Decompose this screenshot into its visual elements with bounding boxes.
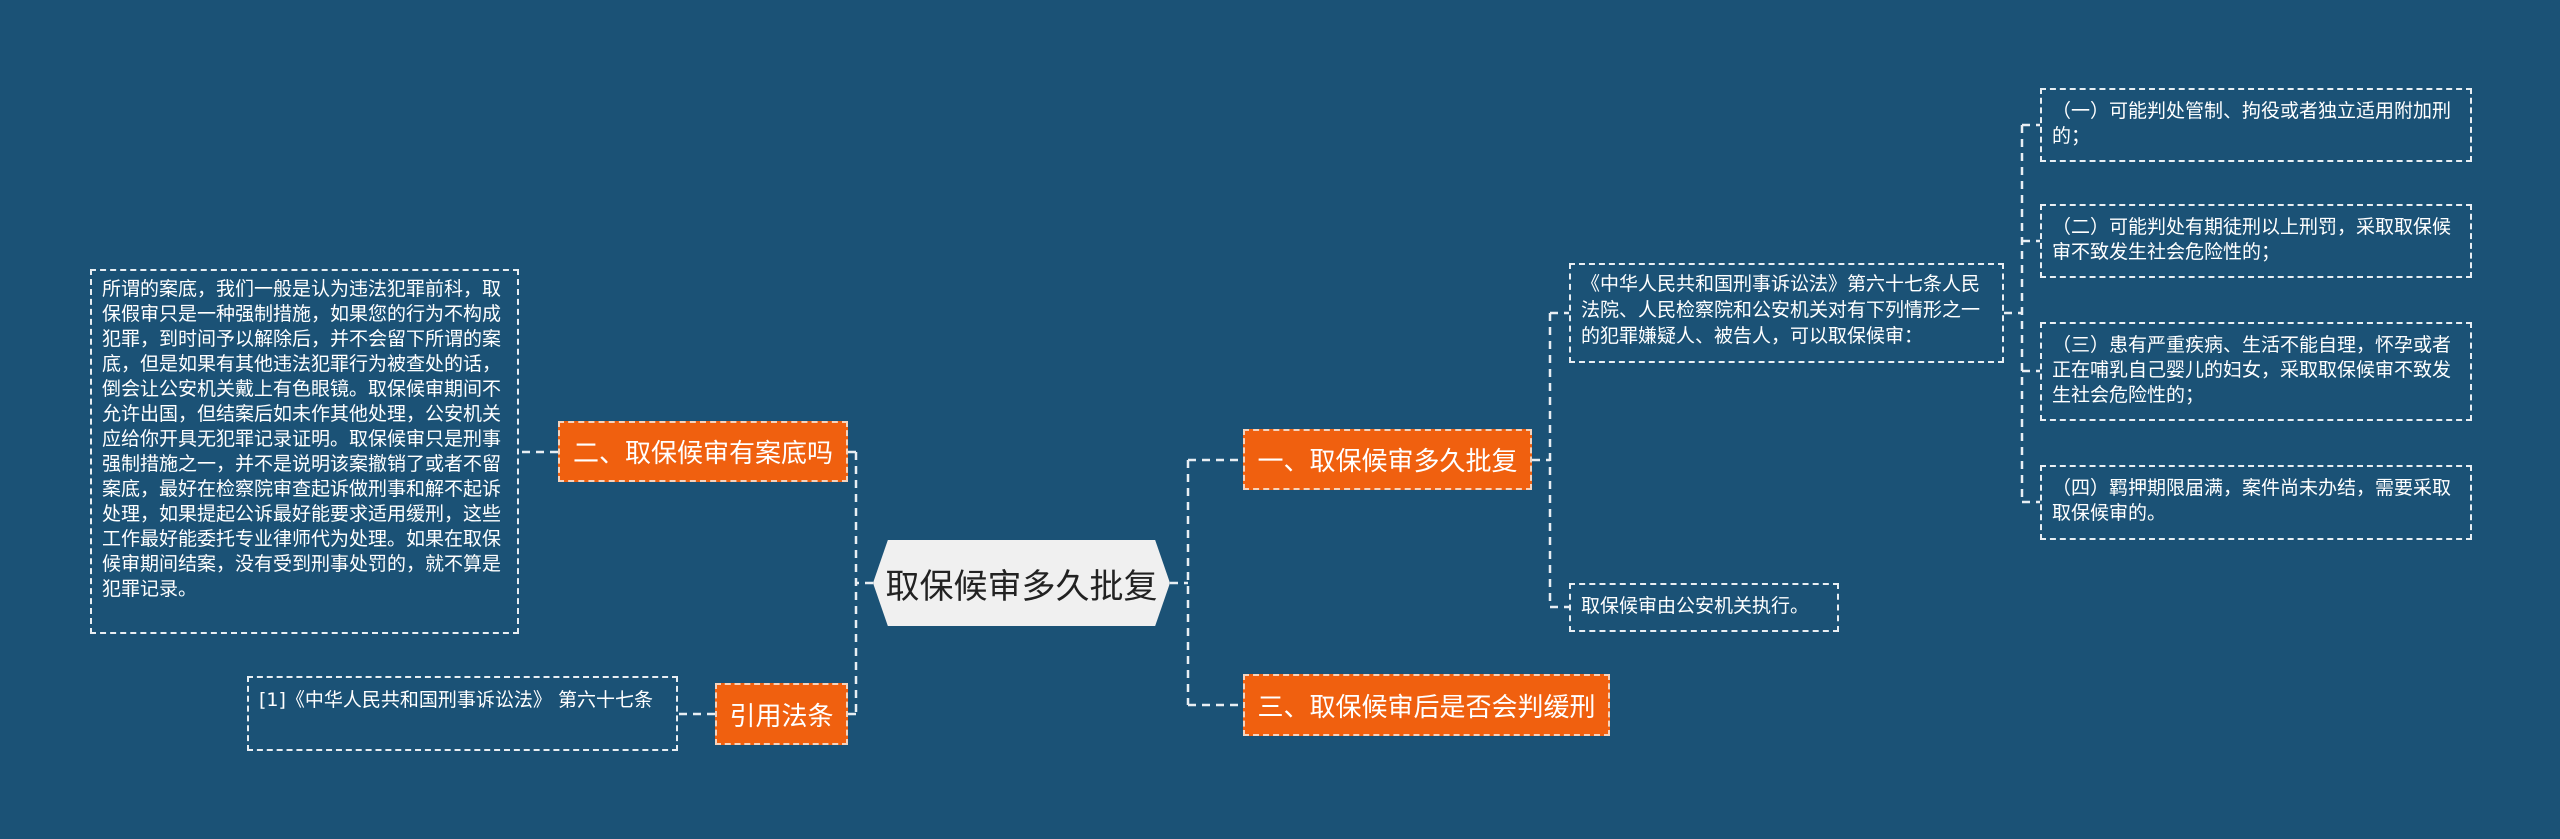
node-label: 三、取保候审后是否会判缓刑: [1257, 692, 1596, 723]
node-label: 二、取保候审有案底吗: [572, 439, 833, 469]
condition-text: （四）羁押期限届满，案件尚未办结，需要采取取保候审的。: [2052, 477, 2452, 524]
condition-text: （二）可能判处有期徒刑以上刑罚，采取取保候审不致发生社会危险性的；: [2052, 216, 2452, 263]
node-probation[interactable]: 三、取保候审后是否会判缓刑: [1243, 674, 1610, 736]
node-label: 一、取保候审多久批复: [1257, 447, 1518, 477]
law-article-box: 《中华人民共和国刑事诉讼法》第六十七条人民法院、人民检察院和公安机关对有下列情形…: [1569, 263, 2004, 363]
condition-box-3: （三）患有严重疾病、生活不能自理，怀孕或者正在哺乳自己婴儿的妇女，采取取保候审不…: [2040, 322, 2472, 421]
detail-text: [1]《中华人民共和国刑事诉讼法》 第六十七条: [259, 689, 653, 711]
node-label: 引用法条: [729, 701, 834, 732]
condition-text: （一）可能判处管制、拘役或者独立适用附加刑的；: [2052, 100, 2452, 147]
detail-has-record: 所谓的案底，我们一般是认为违法犯罪前科，取保假审只是一种强制措施，如果您的行为不…: [90, 269, 519, 634]
root-node[interactable]: 取保候审多久批复: [873, 540, 1170, 626]
law-text: 《中华人民共和国刑事诉讼法》第六十七条人民法院、人民检察院和公安机关对有下列情形…: [1581, 273, 1981, 347]
root-title: 取保候审多久批复: [885, 566, 1158, 607]
node-cited-law[interactable]: 引用法条: [715, 683, 848, 745]
condition-box-2: （二）可能判处有期徒刑以上刑罚，采取取保候审不致发生社会危险性的；: [2040, 204, 2472, 278]
detail-cited-law: [1]《中华人民共和国刑事诉讼法》 第六十七条: [247, 676, 678, 751]
execution-box: 取保候审由公安机关执行。: [1569, 583, 1839, 632]
node-has-record[interactable]: 二、取保候审有案底吗: [558, 421, 848, 482]
node-approval-time[interactable]: 一、取保候审多久批复: [1243, 429, 1532, 490]
condition-box-4: （四）羁押期限届满，案件尚未办结，需要采取取保候审的。: [2040, 465, 2472, 540]
condition-text: （三）患有严重疾病、生活不能自理，怀孕或者正在哺乳自己婴儿的妇女，采取取保候审不…: [2052, 334, 2452, 406]
execution-text: 取保候审由公安机关执行。: [1581, 595, 1810, 617]
condition-box-1: （一）可能判处管制、拘役或者独立适用附加刑的；: [2040, 88, 2472, 162]
detail-text: 所谓的案底，我们一般是认为违法犯罪前科，取保假审只是一种强制措施，如果您的行为不…: [102, 278, 502, 600]
